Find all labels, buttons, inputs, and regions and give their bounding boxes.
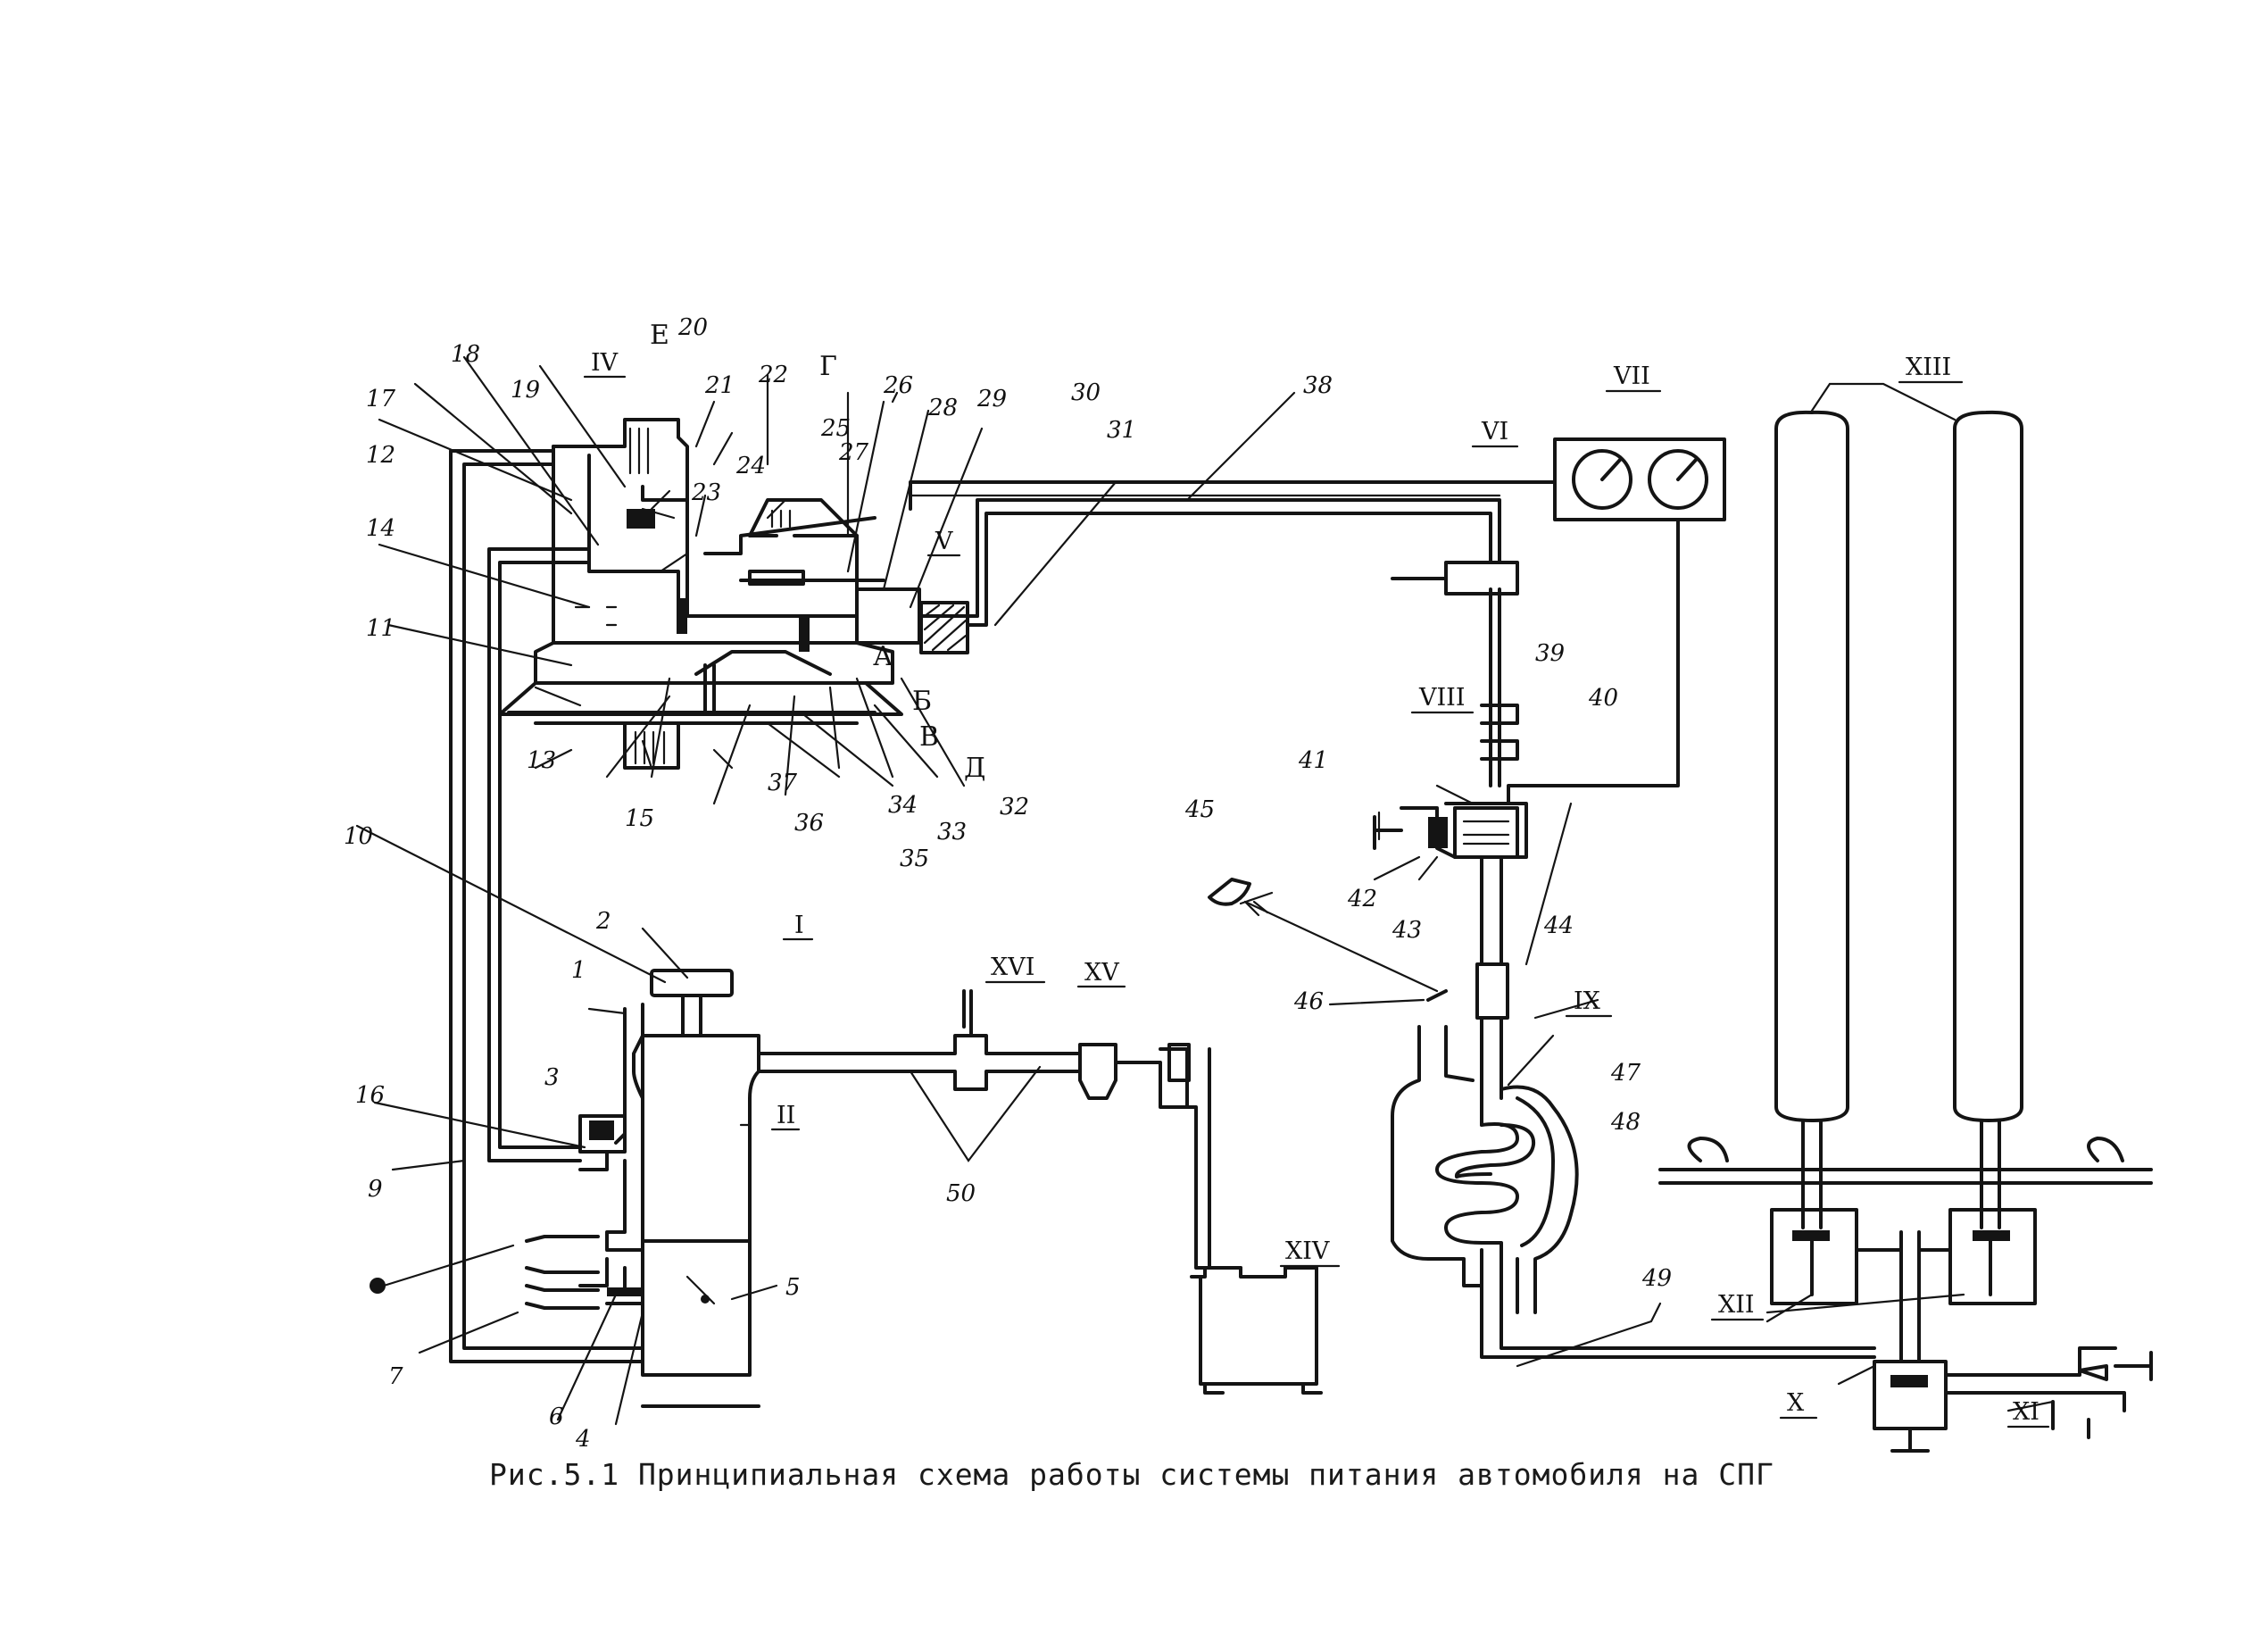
label-7: 7 xyxy=(388,1363,403,1390)
label-23: 23 xyxy=(691,479,721,506)
unit-x: X xyxy=(1787,1389,1805,1417)
label-14: 14 xyxy=(366,515,395,542)
label-30: 30 xyxy=(1071,379,1101,406)
label-49: 49 xyxy=(1641,1265,1672,1292)
label-5: 5 xyxy=(785,1274,801,1301)
zone-letters: Е Г А Б В Д xyxy=(650,320,985,784)
label-22: 22 xyxy=(758,362,788,388)
label-46: 46 xyxy=(1293,988,1324,1015)
label-48: 48 xyxy=(1610,1109,1641,1136)
label-21: 21 xyxy=(704,372,735,399)
unit-xiii: XIII xyxy=(1906,354,1951,381)
label-43: 43 xyxy=(1392,917,1422,944)
label-1: 1 xyxy=(571,957,586,984)
gas-cylinders xyxy=(1658,410,2153,1363)
label-50: 50 xyxy=(946,1180,976,1207)
label-17: 17 xyxy=(366,386,396,412)
mixer-assembly xyxy=(632,969,1323,1408)
gas-reducer xyxy=(498,418,979,770)
label-12: 12 xyxy=(366,442,395,469)
label-24: 24 xyxy=(735,453,766,479)
solenoid-valve-viii xyxy=(1373,534,1680,859)
accelerator-pedal xyxy=(1208,878,1439,993)
label-4: 4 xyxy=(575,1426,591,1453)
label-33: 33 xyxy=(937,819,967,845)
label-34: 34 xyxy=(888,792,918,819)
figure-caption: Рис.5.1 Принципиальная схема работы сист… xyxy=(489,1457,1774,1492)
label-3: 3 xyxy=(544,1064,560,1091)
unit-vii: VII xyxy=(1613,362,1650,390)
label-6: 6 xyxy=(549,1404,564,1430)
label-44: 44 xyxy=(1543,912,1574,939)
filling-valve xyxy=(1480,1248,2153,1453)
label-35: 35 xyxy=(900,845,929,872)
unit-xiv: XIV xyxy=(1285,1237,1330,1265)
label-15: 15 xyxy=(625,805,654,832)
unit-i: I xyxy=(794,912,804,939)
zone-g: Г xyxy=(819,351,837,382)
zone-b: Б xyxy=(912,686,932,717)
label-10: 10 xyxy=(344,823,373,850)
label-16: 16 xyxy=(355,1082,385,1109)
zone-d: Д xyxy=(964,753,985,784)
zone-e: Е xyxy=(650,320,669,351)
filter-v xyxy=(919,601,969,654)
label-13: 13 xyxy=(527,747,556,774)
unit-xi: XI xyxy=(2013,1398,2040,1426)
gauge-panel xyxy=(909,437,1726,537)
numeric-labels: 1 2 3 4 5 6 7 9 10 11 12 13 14 15 16 17 … xyxy=(344,314,1672,1453)
label-45: 45 xyxy=(1184,796,1215,823)
label-28: 28 xyxy=(927,395,958,421)
label-31: 31 xyxy=(1107,417,1136,444)
label-2: 2 xyxy=(595,908,611,935)
label-18: 18 xyxy=(451,341,480,368)
unit-ii: II xyxy=(777,1102,795,1129)
unit-xvi: XVI xyxy=(991,954,1034,981)
label-40: 40 xyxy=(1588,685,1618,712)
label-20: 20 xyxy=(677,314,708,341)
heat-exchanger xyxy=(1391,989,1579,1314)
zone-a: А xyxy=(873,641,893,672)
label-27: 27 xyxy=(838,439,869,466)
label-26: 26 xyxy=(883,372,913,399)
label-19: 19 xyxy=(511,377,540,404)
label-41: 41 xyxy=(1298,747,1328,774)
label-9: 9 xyxy=(368,1176,383,1203)
petrol-lines xyxy=(370,449,644,1363)
unit-v: V xyxy=(935,528,953,555)
label-42: 42 xyxy=(1347,886,1377,912)
label-32: 32 xyxy=(1000,794,1029,820)
leader-lines xyxy=(355,355,2055,1426)
unit-labels: I II IV V VI VII VIII IX X XI XII XIII X… xyxy=(583,349,2050,1429)
unit-vi: VI xyxy=(1481,418,1508,446)
label-25: 25 xyxy=(820,415,851,442)
label-36: 36 xyxy=(794,810,824,837)
unit-xv: XV xyxy=(1084,959,1119,987)
zone-v: В xyxy=(919,721,939,753)
gas-lines xyxy=(909,480,1519,1127)
label-38: 38 xyxy=(1303,372,1333,399)
label-11: 11 xyxy=(366,615,395,642)
label-29: 29 xyxy=(976,386,1007,412)
unit-xii: XII xyxy=(1718,1291,1755,1319)
unit-iv: IV xyxy=(591,349,619,377)
label-47: 47 xyxy=(1610,1060,1641,1087)
unit-ix: IX xyxy=(1574,987,1601,1015)
unit-viii: VIII xyxy=(1418,684,1466,712)
label-39: 39 xyxy=(1535,640,1565,667)
label-37: 37 xyxy=(768,770,798,796)
